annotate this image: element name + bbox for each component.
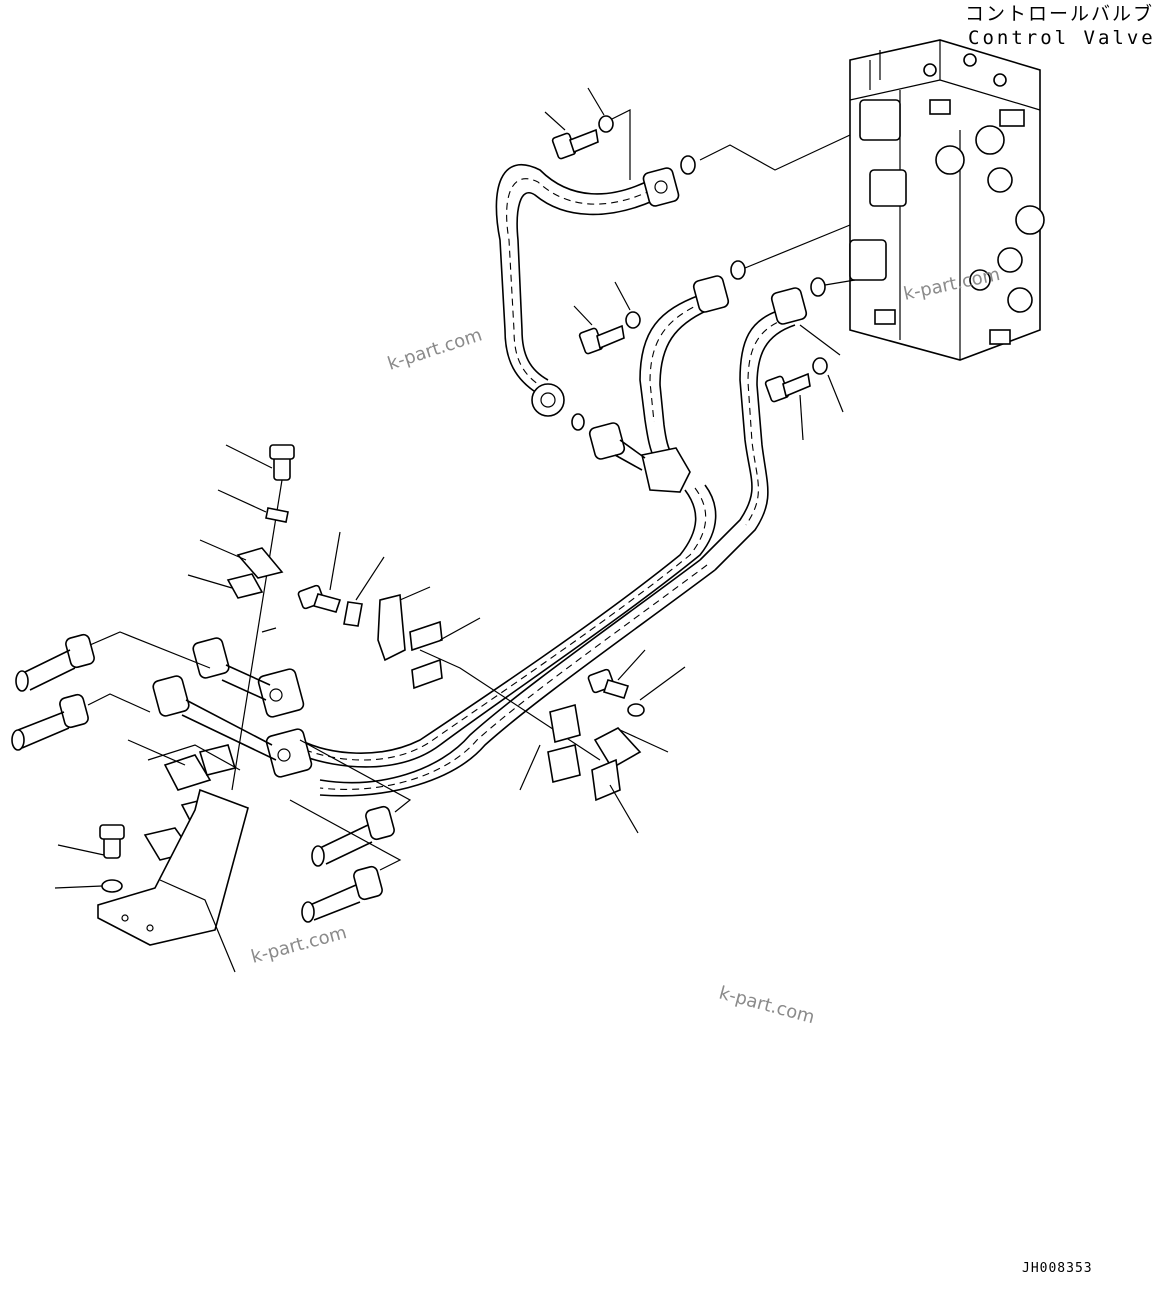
clamp-stack-left	[54, 444, 295, 973]
control-valve-label-jp: コントロールバルブ	[965, 2, 1154, 25]
middle-hose-assembly	[588, 224, 856, 571]
long-hose-assembly	[299, 484, 717, 797]
bolt-group-middle	[573, 281, 844, 441]
component-label: コントロールバルブ Control Valve	[965, 2, 1156, 49]
bolt-group-upper	[544, 87, 614, 160]
watermark-4: k-part.com	[717, 983, 817, 1029]
clamp-group-middle	[297, 531, 686, 834]
control-valve-assembly	[849, 39, 1045, 361]
watermark-3: k-part.com	[249, 922, 349, 968]
control-valve-label-en: Control Valve	[968, 27, 1156, 49]
drawing-code: JH008353	[1022, 1261, 1093, 1276]
upper-hose-assembly	[495, 109, 851, 431]
lower-fitting-group	[11, 631, 412, 923]
watermark-1: k-part.com	[385, 324, 485, 374]
